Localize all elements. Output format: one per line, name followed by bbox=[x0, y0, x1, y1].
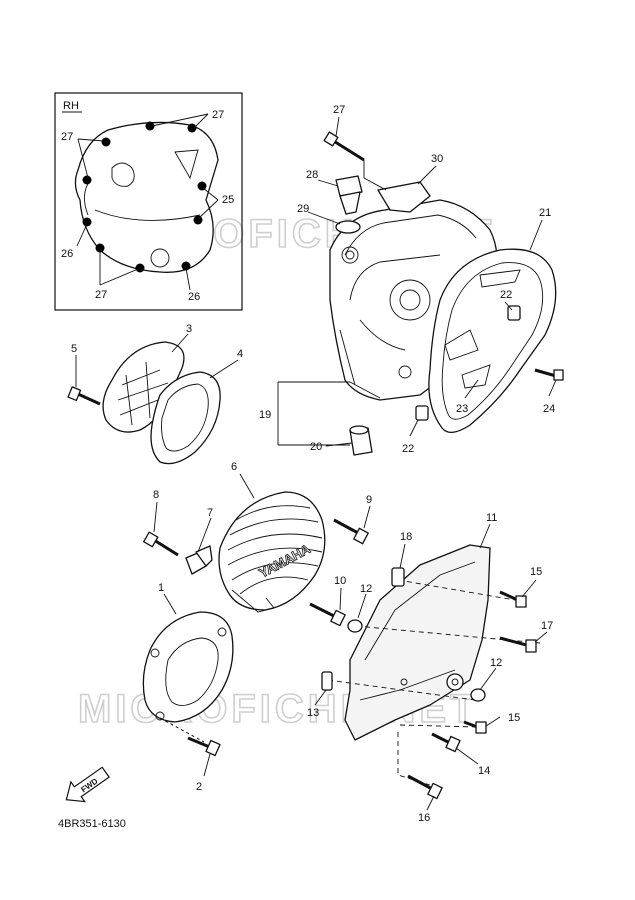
dowel-pin-b bbox=[415, 405, 429, 421]
inset-callout-27c: 27 bbox=[95, 289, 107, 301]
callout-22b: 22 bbox=[402, 443, 414, 455]
diagram-code: 4BR351-6130 bbox=[58, 818, 126, 830]
cover-11-group bbox=[321, 544, 541, 800]
callout-21: 21 bbox=[539, 207, 551, 219]
callout-15b: 15 bbox=[508, 712, 520, 724]
callout-14: 14 bbox=[478, 765, 490, 777]
inset-callout-26a: 26 bbox=[61, 248, 73, 260]
bolt-16 bbox=[427, 782, 443, 800]
yamaha-cover-group: YAMAHA bbox=[143, 491, 369, 627]
cover-11 bbox=[344, 544, 491, 741]
callout-24: 24 bbox=[543, 403, 555, 415]
bolt-17 bbox=[525, 639, 537, 653]
bolt-27 bbox=[323, 131, 339, 147]
bolt-5 bbox=[67, 386, 82, 402]
callout-17: 17 bbox=[541, 620, 553, 632]
callout-3: 3 bbox=[186, 323, 192, 335]
callout-10: 10 bbox=[334, 575, 346, 587]
callout-19: 19 bbox=[259, 409, 271, 421]
callout-11: 11 bbox=[486, 512, 497, 524]
fwd-arrow: FWD bbox=[65, 766, 110, 803]
callout-27: 27 bbox=[333, 104, 345, 116]
bolt-8 bbox=[143, 531, 159, 548]
callout-1: 1 bbox=[158, 582, 164, 594]
cover-plate-group bbox=[67, 341, 221, 465]
callout-28: 28 bbox=[306, 169, 318, 181]
gasket bbox=[428, 248, 557, 433]
bolt-2 bbox=[205, 739, 221, 757]
callout-9: 9 bbox=[366, 494, 372, 506]
inset-callout-25: 25 bbox=[222, 194, 234, 206]
bolt-15b bbox=[475, 721, 487, 734]
bolt-15a bbox=[515, 595, 527, 608]
dowel-pin-13 bbox=[321, 671, 333, 691]
crankcase-cover-assembly bbox=[323, 131, 564, 456]
collar-12a bbox=[347, 619, 363, 633]
yamaha-side-cover bbox=[218, 491, 326, 611]
oil-filler-cap bbox=[335, 175, 363, 197]
callout-12a: 12 bbox=[360, 583, 372, 595]
o-ring bbox=[335, 220, 361, 234]
gasket-4 bbox=[150, 371, 221, 465]
callout-8: 8 bbox=[153, 489, 159, 501]
callout-20: 20 bbox=[310, 441, 322, 453]
bracket bbox=[377, 181, 431, 213]
callout-12b: 12 bbox=[490, 657, 502, 669]
inset-callout-27a: 27 bbox=[212, 109, 224, 121]
callout-30: 30 bbox=[431, 153, 443, 165]
callout-23: 23 bbox=[456, 403, 468, 415]
inset-frame bbox=[54, 92, 243, 311]
inset-label: RH bbox=[63, 100, 79, 112]
bolt-14 bbox=[445, 735, 461, 753]
dowel-pin-18 bbox=[391, 567, 405, 587]
callout-5: 5 bbox=[71, 343, 77, 355]
callout-6: 6 bbox=[231, 461, 237, 473]
callout-7: 7 bbox=[207, 507, 213, 519]
inset-callout-27b: 27 bbox=[61, 131, 73, 143]
callout-4: 4 bbox=[237, 348, 243, 360]
callout-29: 29 bbox=[297, 203, 309, 215]
collar-12b bbox=[470, 688, 486, 702]
screw-24 bbox=[553, 369, 564, 381]
callout-18: 18 bbox=[400, 531, 412, 543]
bolt-10 bbox=[330, 609, 346, 627]
callout-15a: 15 bbox=[530, 566, 542, 578]
rh-inset: RH 27 27 25 26 27 26 bbox=[54, 92, 243, 311]
callout-22a: 22 bbox=[500, 289, 512, 301]
inset-callout-26b: 26 bbox=[188, 291, 200, 303]
callout-13: 13 bbox=[307, 707, 319, 719]
bolt-9 bbox=[353, 527, 369, 545]
callout-2: 2 bbox=[196, 781, 202, 793]
callout-16: 16 bbox=[418, 812, 430, 824]
cover-1-group bbox=[142, 611, 234, 757]
cover-1 bbox=[142, 611, 234, 723]
